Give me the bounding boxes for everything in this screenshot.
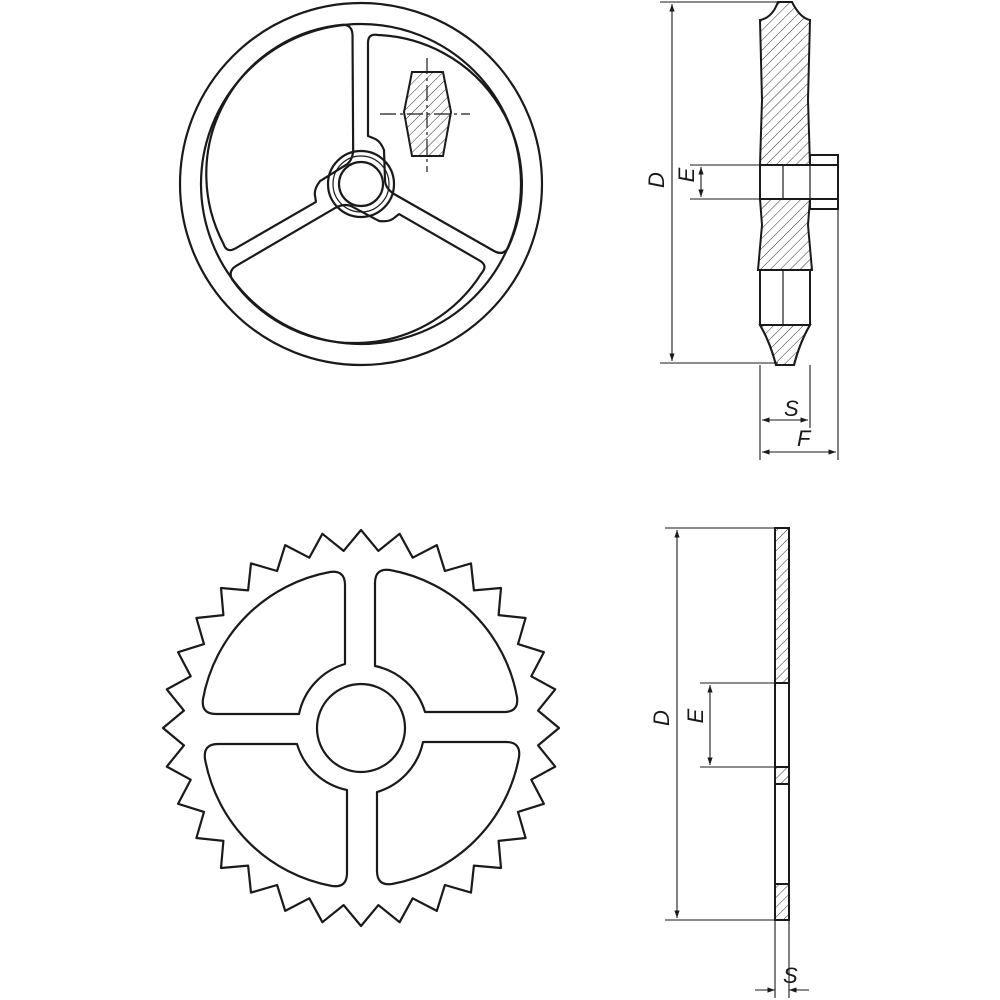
plate-bottom-hatch bbox=[774, 883, 790, 921]
hub-flange-upper bbox=[809, 154, 839, 166]
top-wheel-hub-inner-ring bbox=[332, 155, 390, 213]
spoke-lower-section bbox=[756, 198, 814, 271]
plate-lower-hatch bbox=[774, 766, 790, 785]
bottom-sprocket-front-view bbox=[161, 528, 561, 928]
plate-bore-gap bbox=[774, 682, 790, 768]
bottom-sprocket-side-section: D E S bbox=[649, 527, 809, 998]
plate-upper-section bbox=[774, 527, 790, 684]
bottom-dim-D-label: D bbox=[649, 710, 674, 726]
top-wheel-front-view bbox=[178, 1, 544, 367]
rim-top-section bbox=[758, 1, 812, 166]
top-wheel-hub bbox=[326, 149, 396, 219]
sprocket-window-4 bbox=[201, 570, 347, 716]
top-wheel-outer-rim bbox=[178, 1, 544, 367]
sprocket-window-2 bbox=[375, 740, 521, 886]
hub-flange-lower bbox=[809, 198, 839, 210]
top-dim-D-label: D bbox=[644, 172, 669, 188]
bottom-dim-E-label: E bbox=[683, 708, 708, 723]
spoke-section-detail bbox=[380, 58, 470, 172]
top-wheel-bore bbox=[337, 160, 385, 208]
rim-bottom-section bbox=[758, 269, 812, 366]
top-dim-S-label: S bbox=[784, 396, 799, 421]
top-dim-E-label: E bbox=[674, 167, 699, 182]
top-wheel-window-2 bbox=[229, 203, 486, 345]
top-wheel-side-section: D E S F bbox=[644, 1, 839, 460]
bottom-dim-S-label: S bbox=[783, 963, 798, 988]
top-wheel-window-3 bbox=[205, 23, 355, 252]
plate-lower-plain bbox=[774, 783, 790, 885]
top-wheel-window-1 bbox=[366, 33, 523, 255]
sprocket-window-1 bbox=[373, 568, 519, 714]
sprocket-window-3 bbox=[203, 742, 349, 888]
hub-bore bbox=[759, 164, 839, 200]
sprocket-teeth-outline bbox=[161, 528, 561, 928]
top-wheel-inner-rim bbox=[199, 22, 523, 346]
sprocket-bore bbox=[315, 682, 407, 774]
top-dim-F-label: F bbox=[797, 426, 812, 451]
